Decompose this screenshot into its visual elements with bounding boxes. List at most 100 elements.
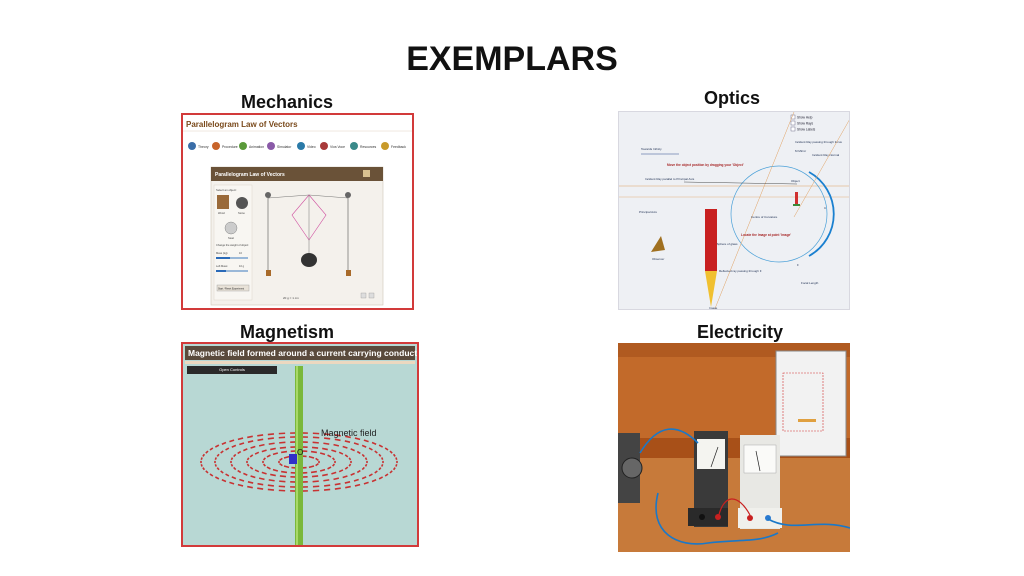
field-arrow: [350, 448, 355, 452]
field-arrow: [361, 444, 367, 448]
mech-tab-label: Viva Voce: [330, 145, 345, 149]
show-labels-checkbox[interactable]: [790, 126, 796, 132]
object-arrow[interactable]: [795, 192, 798, 204]
mech-apparatus: [265, 192, 351, 276]
mech-tab-label: Feedback: [391, 145, 406, 149]
voltmeter-dial: [743, 444, 777, 474]
field-arrow: [261, 471, 267, 475]
optics-m-mirror: M Mirror: [795, 149, 806, 153]
field-arrow: [363, 481, 369, 485]
zoom-icon[interactable]: [360, 292, 367, 299]
optics-centre: Centre of Curvature: [751, 215, 778, 219]
field-arrow: [315, 457, 319, 462]
table-surface: [618, 458, 850, 552]
field-arrow: [381, 464, 384, 467]
field-arrow: [315, 462, 319, 467]
mech-object-label: Steel: [228, 236, 234, 240]
mech-tab-animation[interactable]: Animation: [239, 142, 264, 150]
mag-point-label: O: [297, 448, 303, 457]
field-arrow: [350, 472, 355, 476]
field-arrow: [279, 462, 283, 467]
svg-text:Show Rays: Show Rays: [797, 122, 814, 126]
field-arrow: [202, 453, 206, 457]
wood-block-icon[interactable]: [217, 195, 229, 209]
magnetism-label: Magnetism: [240, 322, 335, 342]
stone-icon[interactable]: [236, 197, 248, 209]
flame-icon: [705, 271, 717, 307]
optics-c-point: C: [824, 206, 827, 210]
mech-tab-procedure[interactable]: Procedure: [212, 142, 238, 150]
observer-icon[interactable]: [651, 236, 665, 252]
field-arrow: [202, 467, 206, 471]
field-arrow: [364, 463, 368, 467]
field-arrow: [319, 452, 326, 456]
mech-slider2[interactable]: [216, 270, 248, 272]
mech-slider1-value: 10: [239, 251, 242, 255]
field-arrow: [257, 434, 264, 437]
field-arrow: [324, 437, 331, 440]
video-icon: [297, 142, 305, 150]
field-arrow: [368, 447, 373, 451]
field-arrow: [246, 463, 250, 467]
field-arrow: [353, 442, 359, 446]
field-arrow: [361, 453, 365, 458]
field-arrow: [247, 485, 253, 489]
field-arrow: [216, 467, 220, 471]
field-arrow: [233, 453, 237, 458]
mech-slider1[interactable]: [216, 257, 248, 259]
slide-title: EXEMPLARS: [406, 40, 618, 78]
mechanics-screenshot: Parallelogram Law of Vectors Theory Proc…: [183, 120, 412, 306]
field-arrow: [220, 470, 224, 474]
svg-text:Show Labels: Show Labels: [797, 128, 816, 132]
field-arrow: [230, 463, 234, 467]
optics-checkboxes: Show Help Show Rays Show Labels: [790, 114, 816, 132]
field-arrow: [279, 457, 283, 462]
field-arrow: [279, 441, 286, 444]
field-arrow: [230, 457, 234, 461]
mech-slider2-value: 10 g: [239, 264, 245, 268]
fullscreen-icon[interactable]: [368, 292, 375, 299]
show-rays-checkbox[interactable]: [790, 120, 796, 126]
field-arrow: [364, 457, 368, 461]
optics-incident-focus: Incident Ray passing through focus: [795, 140, 842, 144]
field-arrow: [344, 481, 351, 484]
field-arrow: [272, 468, 279, 472]
circuit-board: [775, 350, 847, 457]
field-arrow: [344, 466, 349, 470]
mech-tab-video[interactable]: Video: [297, 142, 316, 150]
optics-panel: Show Help Show Rays Show Labels Incident…: [618, 111, 850, 310]
field-arrow: [214, 464, 217, 467]
book-icon: [188, 142, 196, 150]
field-arrow: [250, 445, 256, 449]
mech-tab-viva[interactable]: Viva Voce: [320, 142, 345, 150]
optics-f-point: F: [797, 263, 799, 267]
field-arrow: [229, 439, 235, 443]
field-arrow: [221, 441, 227, 445]
optics-observer: Observer: [652, 257, 664, 261]
stone-weight[interactable]: [301, 253, 317, 267]
field-arrow: [258, 477, 265, 481]
compass-marker[interactable]: [289, 454, 297, 464]
field-arrow: [327, 466, 332, 470]
mech-start-button[interactable]: [216, 284, 250, 292]
close-icon[interactable]: [363, 170, 370, 177]
field-arrow: [281, 470, 288, 474]
field-arrow: [243, 448, 248, 452]
field-arrow: [381, 457, 384, 460]
steel-icon[interactable]: [224, 221, 238, 235]
mech-app-title: Parallelogram Law of Vectors: [186, 120, 298, 129]
mech-tab-feedback[interactable]: Feedback: [381, 142, 406, 150]
mech-tab-theory[interactable]: Theory: [188, 142, 209, 150]
mech-tab-simulator[interactable]: Simulator: [267, 142, 292, 150]
field-arrow: [323, 442, 330, 445]
mechanics-panel: Parallelogram Law of Vectors Theory Proc…: [181, 113, 414, 310]
field-arrow: [267, 488, 275, 491]
field-arrow: [344, 454, 349, 458]
mech-start-button-label: Start / Reset Experiment: [218, 288, 244, 291]
field-arrow: [209, 447, 214, 451]
field-arrow: [384, 473, 389, 477]
field-arrow: [200, 464, 203, 467]
field-arrow: [361, 476, 367, 480]
open-controls-button[interactable]: Open Controls: [187, 366, 277, 374]
mech-tab-resources[interactable]: Resources: [350, 142, 377, 150]
